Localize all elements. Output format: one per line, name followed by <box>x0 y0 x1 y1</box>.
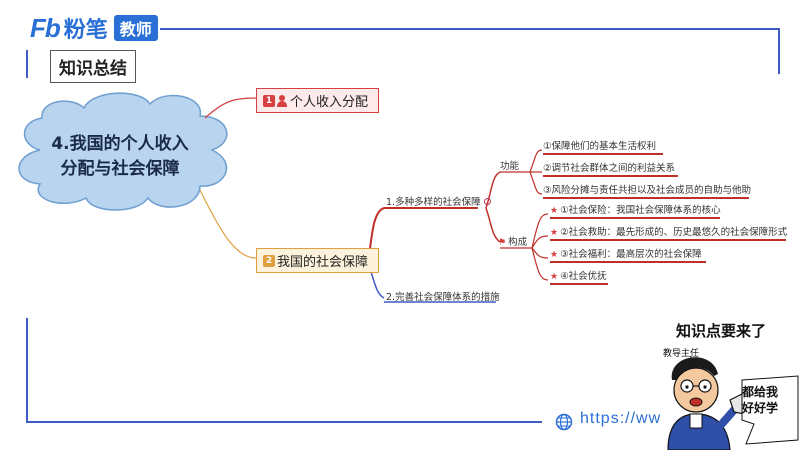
cartoon-headline: 知识点要来了 <box>676 322 767 340</box>
function-item-3: ③风险分摊与责任共担以及社会成员的自助与他助 <box>543 182 751 199</box>
globe-icon <box>555 413 573 431</box>
branch-number-badge: 2 <box>263 254 275 267</box>
star-icon: ★ <box>550 228 559 238</box>
frame-line-left-top <box>26 50 28 78</box>
node-label: 构成 <box>508 237 528 248</box>
branch-number-badge: 1 <box>263 94 275 107</box>
star-icon: ★ <box>550 250 559 260</box>
frame-line-right <box>778 28 780 74</box>
central-topic: 4.我国的个人收入分配与社会保障 <box>51 134 189 179</box>
branch-label: 个人收入分配 <box>290 95 369 110</box>
composition-item-3: ★③社会福利：最高层次的社会保障 <box>550 246 706 263</box>
frame-line-top <box>160 28 780 30</box>
person-icon <box>277 94 287 107</box>
brand-name: 粉笔 <box>63 18 108 43</box>
star-icon: ★ <box>550 272 559 282</box>
brand-logo: Fb 粉笔 教师 <box>30 12 158 44</box>
item-text: ②社会救助：最先形成的、历史最悠久的社会保障形式 <box>560 227 788 238</box>
central-cloud-shape <box>18 92 228 211</box>
cartoon-teacher-illustration <box>667 355 799 450</box>
item-text: ①社会保险：我国社会保障体系的核心 <box>560 205 721 216</box>
brand-tag: 教师 <box>113 15 158 41</box>
star-icon: ★ <box>550 206 559 216</box>
logo-mark: Fb <box>30 12 61 43</box>
function-item-1: ①保障他们的基本生活权利 <box>543 138 663 155</box>
branch-income-distribution[interactable]: 1 个人收入分配 <box>256 88 380 113</box>
node-function[interactable]: 功能 <box>500 161 520 172</box>
sub-node-diverse-security[interactable]: 1.多种多样的社会保障 <box>386 194 491 208</box>
composition-item-4: ★④社会优抚 <box>550 268 608 285</box>
cartoon-speech: 都给我好好学 <box>742 385 779 415</box>
collapse-circle-icon <box>483 198 491 205</box>
node-composition[interactable]: ⚑构成 <box>498 234 527 248</box>
item-text: ③社会福利：最高层次的社会保障 <box>560 249 702 260</box>
branch-label: 我国的社会保障 <box>277 255 369 270</box>
frame-line-bottom <box>26 421 542 423</box>
item-text: ④社会优抚 <box>560 271 607 282</box>
cartoon-badge: 教导主任 <box>663 349 700 359</box>
function-item-2: ②调节社会群体之间的利益关系 <box>543 160 678 177</box>
branch-social-security[interactable]: 2 我国的社会保障 <box>256 248 380 273</box>
url-link[interactable]: https://ww <box>580 410 662 427</box>
frame-line-left-bottom <box>26 318 28 422</box>
sub-node-improve-measures[interactable]: 2.完善社会保障体系的措施 <box>386 292 500 303</box>
flag-icon: ⚑ <box>498 238 507 248</box>
sub-node-label: 1.多种多样的社会保障 <box>386 197 481 208</box>
composition-item-1: ★①社会保险：我国社会保障体系的核心 <box>550 202 721 219</box>
composition-item-2: ★②社会救助：最先形成的、历史最悠久的社会保障形式 <box>550 224 788 241</box>
section-title: 知识总结 <box>50 50 136 83</box>
